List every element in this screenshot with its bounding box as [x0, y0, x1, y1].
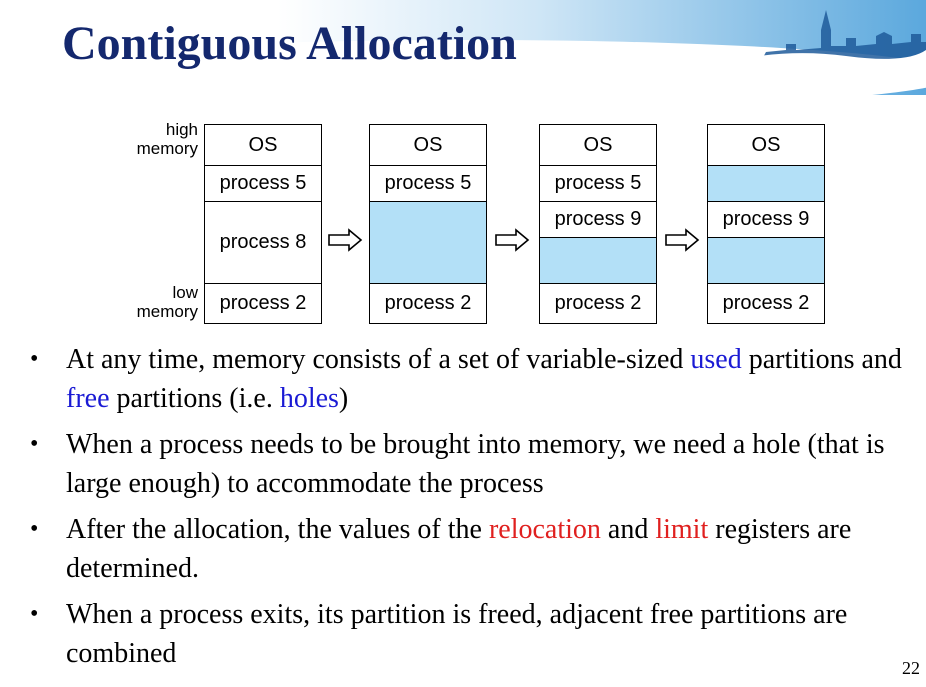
bullet-dot-icon: • — [30, 346, 39, 372]
cell-process: process 2 — [540, 283, 656, 323]
cell-process: process 5 — [370, 165, 486, 201]
memory-column-3: OS process 5 process 9 process 2 — [539, 124, 657, 324]
text-run-limit: limit — [655, 514, 709, 545]
bullet-item: • At any time, memory consists of a set … — [30, 340, 920, 418]
cell-process: process 2 — [708, 283, 824, 323]
arrow-right-icon — [665, 228, 700, 252]
bullet-dot-icon: • — [30, 516, 39, 542]
bullet-item: • When a process exits, its partition is… — [30, 595, 920, 673]
cell-os: OS — [248, 133, 278, 156]
bullet-dot-icon: • — [30, 431, 39, 457]
text-run: partitions and — [741, 344, 902, 375]
low-label-line1: low — [172, 283, 198, 302]
text-run: and — [600, 514, 656, 545]
cell-process: process 5 — [540, 165, 656, 201]
arrow-right-icon — [328, 228, 363, 252]
arrow-right-icon — [495, 228, 530, 252]
cell-process: process 5 — [205, 165, 321, 201]
cell-hole — [540, 237, 656, 283]
text-run-relocation: relocation — [488, 514, 601, 545]
text-run: ) — [338, 383, 349, 414]
low-memory-label: low memory — [126, 283, 198, 321]
bullet-dot-icon: • — [30, 601, 39, 627]
bullet-list: • At any time, memory consists of a set … — [30, 340, 920, 680]
high-label-line2: memory — [136, 139, 198, 158]
city-skyline-icon — [726, 10, 926, 70]
memory-column-4: OS process 9 process 2 — [707, 124, 825, 324]
text-run: When a process exits, its partition is f… — [66, 599, 848, 669]
cell-process: process 2 — [370, 283, 486, 323]
text-run-used: used — [690, 344, 742, 375]
cell-os: OS — [751, 133, 781, 156]
cell-process: process 8 — [205, 201, 321, 283]
memory-diagram: high memory low memory OS process 5 proc… — [0, 110, 926, 340]
cell-process: process 9 — [540, 201, 656, 237]
high-label-line1: high — [165, 120, 198, 139]
text-run: When a process needs to be brought into … — [66, 429, 885, 499]
text-run: registers are determined. — [66, 514, 852, 584]
memory-column-1: OS process 5 process 8 process 2 — [204, 124, 322, 324]
text-run: After the allocation, the values of the — [66, 514, 489, 545]
memory-column-2: OS process 5 process 2 — [369, 124, 487, 324]
text-run: At any time, memory consists of a set of… — [66, 344, 691, 375]
header-band — [0, 0, 926, 95]
high-memory-label: high memory — [126, 120, 198, 158]
bullet-item: • When a process needs to be brought int… — [30, 425, 920, 503]
slide-title: Contiguous Allocation — [62, 17, 517, 70]
cell-hole — [708, 237, 824, 283]
cell-process: process 9 — [708, 201, 824, 237]
page-number: 22 — [902, 658, 920, 678]
cell-process: process 2 — [205, 283, 321, 323]
cell-hole — [708, 165, 824, 201]
cell-os: OS — [413, 133, 443, 156]
low-label-line2: memory — [136, 302, 198, 321]
bullet-item: • After the allocation, the values of th… — [30, 510, 920, 588]
text-run: partitions (i.e. — [109, 383, 280, 414]
text-run-holes: holes — [279, 383, 339, 414]
text-run-free: free — [66, 383, 110, 414]
cell-os: OS — [583, 133, 613, 156]
cell-hole — [370, 201, 486, 283]
